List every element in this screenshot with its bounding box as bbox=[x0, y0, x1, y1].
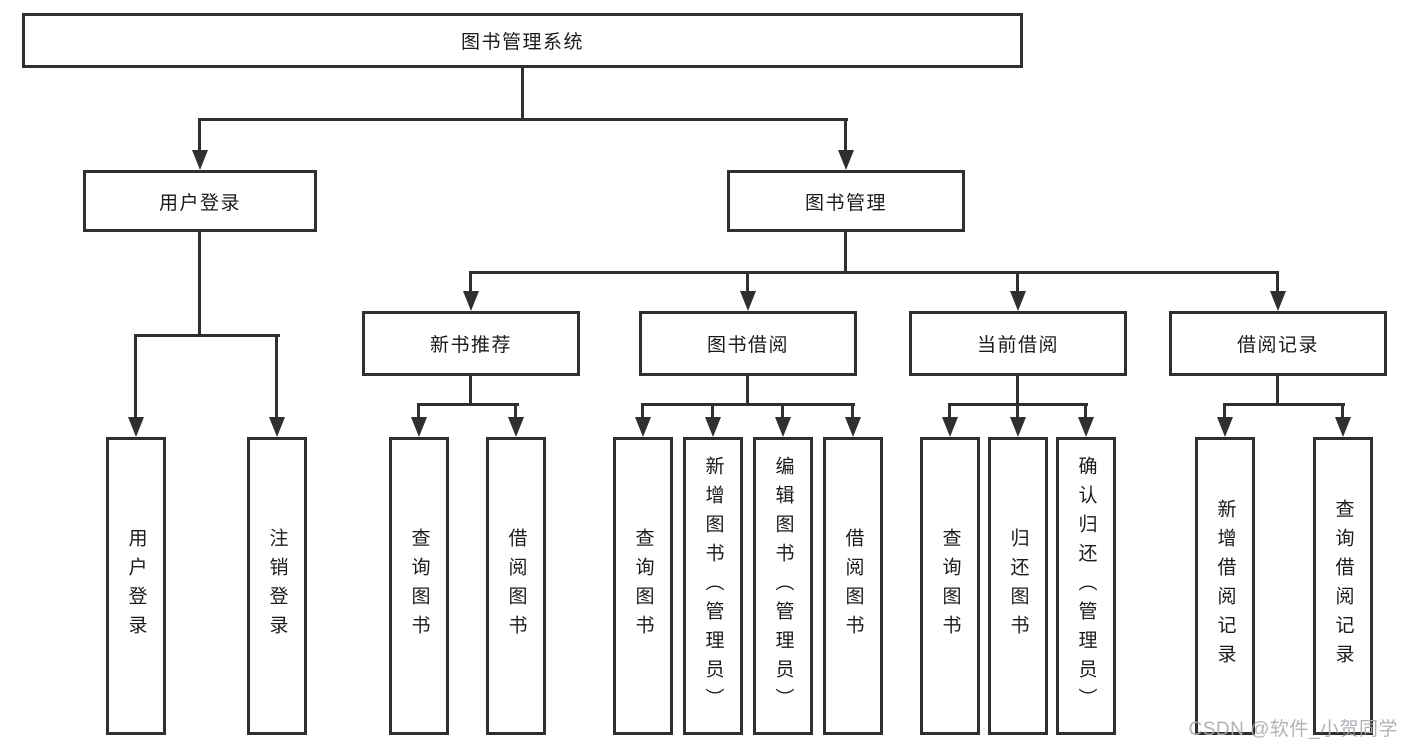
arrow-down-icon bbox=[463, 291, 479, 311]
node-borrow-records-label: 借阅记录 bbox=[1236, 335, 1319, 356]
leaf-logout: 注销登录 bbox=[247, 437, 307, 735]
connector-stem-leaf bbox=[781, 403, 784, 419]
leaf-query-books-current-label: 查询图书 bbox=[939, 528, 961, 644]
node-book-management: 图书管理 bbox=[727, 170, 965, 232]
leaf-query-borrow-record: 查询借阅记录 bbox=[1313, 437, 1373, 735]
leaf-return-book: 归还图书 bbox=[988, 437, 1048, 735]
arrow-down-icon bbox=[635, 417, 651, 437]
connector-level2-hline bbox=[198, 118, 848, 121]
arrow-down-icon bbox=[1217, 417, 1233, 437]
arrow-down-icon bbox=[128, 417, 144, 437]
connector-stem-leaf bbox=[1223, 403, 1226, 419]
connector-root-stem bbox=[521, 68, 524, 120]
node-current-borrow: 当前借阅 bbox=[909, 311, 1127, 376]
leaf-query-books-current: 查询图书 bbox=[920, 437, 980, 735]
connector-new-book-recommend-stem bbox=[469, 376, 472, 405]
connector-book-borrow-stem bbox=[746, 376, 749, 405]
connector-stem-leaf bbox=[417, 403, 420, 419]
connector-stem-leaf bbox=[851, 403, 854, 419]
connector-stem-leaf bbox=[1341, 403, 1344, 419]
leaf-add-borrow-record: 新增借阅记录 bbox=[1195, 437, 1255, 735]
leaf-return-book-label: 归还图书 bbox=[1007, 528, 1029, 644]
node-current-borrow-label: 当前借阅 bbox=[976, 335, 1059, 356]
connector-borrow-records-stem bbox=[1276, 376, 1279, 405]
node-borrow-records: 借阅记录 bbox=[1169, 311, 1387, 376]
connector-stem-leaf bbox=[514, 403, 517, 419]
arrow-down-icon bbox=[1270, 291, 1286, 311]
arrow-down-icon bbox=[1335, 417, 1351, 437]
arrow-down-icon bbox=[1010, 417, 1026, 437]
node-book-management-label: 图书管理 bbox=[804, 192, 887, 214]
node-book-borrow-label: 图书借阅 bbox=[706, 335, 789, 356]
leaf-logout-label: 注销登录 bbox=[266, 528, 288, 644]
connector-stem-leaf bbox=[711, 403, 714, 419]
connector-current-borrow-stem bbox=[1016, 376, 1019, 405]
connector-stem-new-book-recommend bbox=[469, 271, 472, 293]
node-library-system: 图书管理系统 bbox=[22, 13, 1023, 68]
connector-new-book-recommend-hline bbox=[417, 403, 519, 406]
connector-stem-book-management bbox=[844, 118, 847, 152]
leaf-user-login-label: 用户登录 bbox=[125, 528, 147, 644]
node-user-login: 用户登录 bbox=[83, 170, 317, 232]
leaf-query-books-recommend: 查询图书 bbox=[389, 437, 449, 735]
arrow-down-icon bbox=[1078, 417, 1094, 437]
arrow-down-icon bbox=[192, 150, 208, 170]
arrow-down-icon bbox=[1010, 291, 1026, 311]
connector-stem-leaf bbox=[641, 403, 644, 419]
leaf-borrow-books-recommend-label: 借阅图书 bbox=[505, 528, 527, 644]
connector-stem-user-login bbox=[198, 118, 201, 152]
connector-stem-leaf bbox=[948, 403, 951, 419]
leaf-add-book-admin-label: 新增图书（管理员） bbox=[702, 455, 724, 717]
leaf-confirm-return-admin: 确认归还（管理员） bbox=[1056, 437, 1116, 735]
leaf-query-borrow-record-label: 查询借阅记录 bbox=[1332, 499, 1354, 673]
connector-book-borrow-hline bbox=[641, 403, 855, 406]
connector-stem-current-borrow bbox=[1016, 271, 1019, 293]
connector-borrow-records-hline bbox=[1223, 403, 1345, 406]
arrow-down-icon bbox=[508, 417, 524, 437]
connector-stem-borrow-records bbox=[1276, 271, 1279, 293]
connector-book-management-stem bbox=[844, 232, 847, 273]
leaf-user-login: 用户登录 bbox=[106, 437, 166, 735]
leaf-query-books-recommend-label: 查询图书 bbox=[408, 528, 430, 644]
connector-stem-leaf bbox=[275, 334, 278, 419]
arrow-down-icon bbox=[845, 417, 861, 437]
connector-user-login-stem bbox=[198, 232, 201, 336]
arrow-down-icon bbox=[942, 417, 958, 437]
arrow-down-icon bbox=[740, 291, 756, 311]
leaf-edit-book-admin-label: 编辑图书（管理员） bbox=[772, 455, 794, 717]
leaf-add-book-admin: 新增图书（管理员） bbox=[683, 437, 743, 735]
connector-user-login-hline bbox=[134, 334, 280, 337]
arrow-down-icon bbox=[411, 417, 427, 437]
leaf-borrow-books: 借阅图书 bbox=[823, 437, 883, 735]
watermark: CSDN @软件_小贺同学 bbox=[1188, 719, 1398, 740]
node-library-system-label: 图书管理系统 bbox=[460, 32, 584, 53]
leaf-add-borrow-record-label: 新增借阅记录 bbox=[1214, 499, 1236, 673]
leaf-borrow-books-label: 借阅图书 bbox=[842, 528, 864, 644]
connector-stem-leaf bbox=[1016, 403, 1019, 419]
leaf-borrow-books-recommend: 借阅图书 bbox=[486, 437, 546, 735]
arrow-down-icon bbox=[705, 417, 721, 437]
leaf-edit-book-admin: 编辑图书（管理员） bbox=[753, 437, 813, 735]
leaf-query-books-borrow-label: 查询图书 bbox=[632, 528, 654, 644]
node-new-book-recommend: 新书推荐 bbox=[362, 311, 580, 376]
node-book-borrow: 图书借阅 bbox=[639, 311, 857, 376]
connector-stem-leaf bbox=[134, 334, 137, 419]
connector-stem-leaf bbox=[1084, 403, 1087, 419]
arrow-down-icon bbox=[775, 417, 791, 437]
node-new-book-recommend-label: 新书推荐 bbox=[429, 335, 512, 356]
node-user-login-label: 用户登录 bbox=[158, 192, 241, 214]
connector-stem-book-borrow bbox=[746, 271, 749, 293]
leaf-query-books-borrow: 查询图书 bbox=[613, 437, 673, 735]
connector-level3-hline bbox=[469, 271, 1279, 274]
arrow-down-icon bbox=[838, 150, 854, 170]
leaf-confirm-return-admin-label: 确认归还（管理员） bbox=[1075, 455, 1097, 717]
arrow-down-icon bbox=[269, 417, 285, 437]
